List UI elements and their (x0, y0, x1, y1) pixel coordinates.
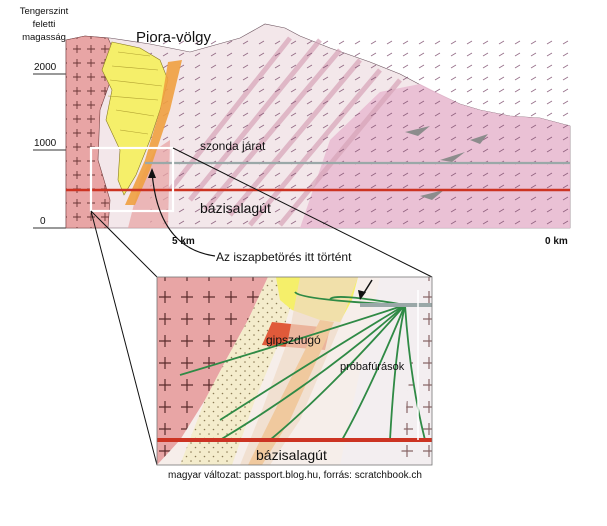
inset-base-tunnel-label: bázisalagút (256, 447, 327, 463)
test-bores-label: próbafúrások (340, 361, 405, 373)
axis-title-line-3: magasság (22, 32, 66, 43)
cross-section: Piora-völgy szonda járat bázisalagút 5 k… (65, 23, 571, 466)
orange-band (125, 60, 182, 205)
tick-0: 0 (40, 216, 46, 227)
tick-2000: 2000 (34, 62, 57, 73)
tick-1000: 1000 (34, 138, 57, 149)
zoom-frame (89, 146, 175, 213)
gypsum-plug-label: gipszdugó (266, 333, 321, 347)
km0-label: 0 km (545, 236, 568, 247)
valley-label: Piora-völgy (136, 29, 212, 46)
base-tunnel-label: bázisalagút (200, 200, 271, 216)
probe-tunnel-label: szonda járat (200, 139, 266, 153)
callout-label: Az iszapbetörés itt történt (216, 250, 352, 264)
km5-label: 5 km (172, 236, 195, 247)
test-bores (179, 291, 426, 441)
detail-inset: gipszdugó próbafúrások bázisalagút (157, 277, 432, 465)
callout-arrow (151, 171, 216, 257)
axis-title-line-2: feletti (33, 19, 56, 30)
axis-title-line-1: Tengerszint (20, 6, 69, 17)
piora-dolomite-zone (101, 41, 169, 196)
y-axis: Tengerszint feletti magasság 2000 1000 0 (20, 6, 69, 229)
source-credit: magyar változat: passport.blog.hu, forrá… (168, 470, 422, 481)
